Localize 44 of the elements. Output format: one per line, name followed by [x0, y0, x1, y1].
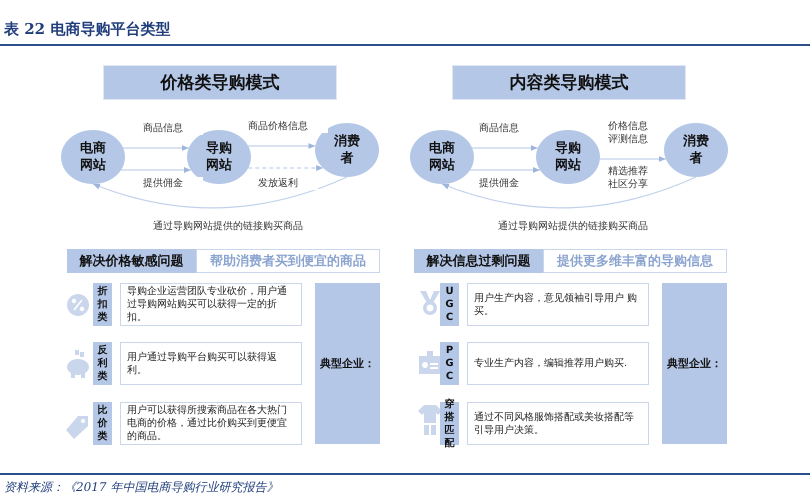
- arrow: [123, 145, 189, 151]
- description-box: 用户可以获得所搜索商品在各大热门电商的价格，通过比价购买到更便宜的商品。: [120, 402, 302, 445]
- arrow: [92, 176, 348, 208]
- arrow-label: 精选推荐: [608, 165, 648, 178]
- category-tag: UGC: [440, 283, 459, 326]
- arrow: [248, 165, 324, 171]
- arrow-label: 价格信息: [608, 120, 648, 133]
- arrow: [470, 167, 540, 173]
- consumer-circle: 消费者: [664, 123, 728, 177]
- category-tag: 比价类: [93, 402, 112, 445]
- arrow: [472, 145, 538, 151]
- goal-label: 提供更多维丰富的导购信息: [543, 249, 727, 273]
- problem-label: 解决价格敏感问题: [67, 249, 196, 273]
- mode-header: 内容类导购模式: [452, 65, 686, 100]
- description-box: 通过不同风格服饰搭配或美妆搭配等引导用户决策。: [467, 402, 649, 445]
- arrow: [442, 176, 696, 208]
- description-box: 导购企业运营团队专业砍价，用户通过导购网站购买可以获得一定的折扣。: [120, 283, 302, 326]
- company-panel: 典型企业：: [315, 283, 380, 444]
- edge-label: 商品信息: [143, 122, 203, 135]
- consumer-circle: 消费者: [315, 123, 379, 177]
- source-caption: 资料来源：《2017 年中国电商导购行业研究报告》: [4, 479, 278, 496]
- site-circle: 电商网站: [410, 130, 474, 184]
- description-box: 专业生产内容，编辑推荐用户购买.: [467, 342, 649, 385]
- arrow-label: 评测信息: [608, 133, 648, 146]
- company-panel: 典型企业：: [662, 283, 727, 444]
- mode-header: 价格类导购模式: [103, 65, 337, 100]
- category-tag: 反利类: [93, 342, 112, 385]
- edge-label: 商品价格信息: [248, 120, 328, 133]
- arrow: [600, 156, 666, 162]
- description-box: 用户通过导购平台购买可以获得返利。: [120, 342, 302, 385]
- arrow-label: 社区分享: [608, 178, 648, 191]
- goal-label: 帮助消费者买到便宜的商品: [196, 249, 380, 273]
- problem-label: 解决信息过剩问题: [414, 249, 543, 273]
- category-tag: 折扣类: [93, 283, 112, 326]
- edge-label: 发放返利: [258, 177, 318, 190]
- arrow: [248, 143, 316, 149]
- site-circle: 导购网站: [536, 130, 600, 184]
- figure-title: 表 22 电商导购平台类型: [4, 20, 170, 39]
- description-box: 用户生产内容，意见领袖引导用户 购买。: [467, 283, 649, 326]
- site-circle: 电商网站: [61, 130, 125, 184]
- category-tag: PGC: [440, 342, 459, 385]
- site-circle: 导购网站: [187, 130, 251, 184]
- edge-label: 提供佣金: [143, 177, 203, 190]
- arrow: [121, 167, 191, 173]
